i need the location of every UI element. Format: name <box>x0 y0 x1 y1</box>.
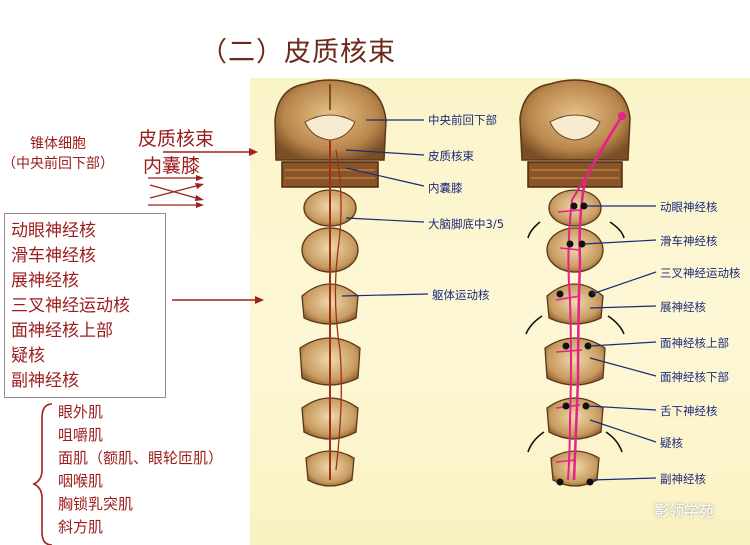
nucleus-item: 展神经核 <box>11 271 79 291</box>
nucleus-item: 面神经核上部 <box>11 321 113 341</box>
origin-label-line2: （中央前回下部） <box>2 156 114 172</box>
right-leader-lines <box>583 205 657 481</box>
right-label: 面神经核上部 <box>660 336 729 350</box>
muscle-item: 眼外肌 <box>58 403 104 421</box>
right-pink-tract <box>555 112 626 481</box>
nucleus-item: 副神经核 <box>11 371 79 391</box>
origin-label-line1: 锥体细胞 <box>30 136 86 152</box>
slide-title: （二）皮质核束 <box>200 37 396 68</box>
middle-label: 大脑脚底中3/5 <box>428 217 505 231</box>
middle-leader-lines <box>341 119 429 297</box>
nucleus-item: 三叉神经运动核 <box>11 296 130 316</box>
capsule-label: 内囊膝 <box>143 155 201 177</box>
right-label: 展神经核 <box>660 300 706 314</box>
right-label: 动眼神经核 <box>660 200 718 214</box>
tract-label: 皮质核束 <box>138 128 215 150</box>
red-arrows <box>148 148 264 304</box>
muscles-brace <box>32 403 53 545</box>
nucleus-item: 滑车神经核 <box>11 246 96 266</box>
nucleus-item: 动眼神经核 <box>11 221 96 241</box>
muscle-item: 咽喉肌 <box>58 472 104 490</box>
muscle-item: 斜方肌 <box>58 518 104 536</box>
right-label: 舌下神经核 <box>660 404 718 418</box>
right-label: 副神经核 <box>660 472 706 486</box>
right-label: 面神经核下部 <box>660 370 729 384</box>
right-label: 疑核 <box>660 436 683 450</box>
right-brain-section <box>519 79 631 188</box>
muscle-item: 面肌（额肌、眼轮匝肌） <box>58 449 224 467</box>
nuclei-list-box: 动眼神经核 滑车神经核 展神经核 三叉神经运动核 面神经核上部 疑核 副神经核 <box>4 213 166 398</box>
middle-label: 中央前回下部 <box>428 113 497 127</box>
middle-label: 内囊膝 <box>428 181 463 195</box>
right-label: 三叉神经运动核 <box>660 266 741 280</box>
right-label: 滑车神经核 <box>660 234 718 248</box>
muscle-item: 胸锁乳突肌 <box>58 495 134 513</box>
muscle-item: 咀嚼肌 <box>58 426 104 444</box>
middle-brainstem-segments <box>299 140 361 487</box>
nucleus-item: 疑核 <box>11 346 45 366</box>
watermark-text: 影领学苑 <box>654 502 715 520</box>
middle-label: 皮质核束 <box>428 149 474 163</box>
middle-label: 躯体运动核 <box>432 288 490 302</box>
